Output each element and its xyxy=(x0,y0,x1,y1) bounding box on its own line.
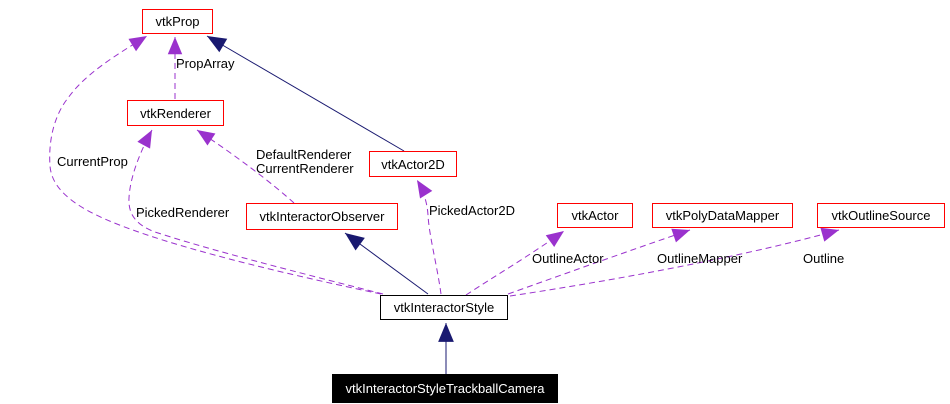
edge-inherit-style-observer xyxy=(344,232,429,295)
edge-pickedactor2d xyxy=(416,179,442,295)
node-vtkinteractorstyle[interactable]: vtkInteractorStyle xyxy=(380,295,508,320)
node-vtkpolydatamapper[interactable]: vtkPolyDataMapper xyxy=(652,203,793,228)
edge-label-currentrenderer: CurrentRenderer xyxy=(256,161,354,176)
edge-label-pickedrenderer: PickedRenderer xyxy=(136,205,230,220)
edge-label-proparray: PropArray xyxy=(176,56,235,71)
edge-label-default-current-renderer: DefaultRenderer CurrentRenderer xyxy=(256,148,354,176)
edge-inherit-actor2d-prop xyxy=(206,35,405,152)
edge-defaultrenderer xyxy=(196,129,295,204)
node-vtkrenderer[interactable]: vtkRenderer xyxy=(127,100,224,126)
node-vtkinteractorstyletrackballcamera-focus: vtkInteractorStyleTrackballCamera xyxy=(332,374,558,403)
edge-outlineactor xyxy=(465,230,565,296)
node-vtkoutlinesource[interactable]: vtkOutlineSource xyxy=(817,203,945,228)
edge-label-currentprop: CurrentProp xyxy=(57,154,128,169)
node-vtkactor2d[interactable]: vtkActor2D xyxy=(369,151,457,177)
edge-label-outline: Outline xyxy=(803,251,845,266)
edge-label-defaultrenderer: DefaultRenderer xyxy=(256,147,352,162)
edge-outline xyxy=(509,227,840,297)
edge-label-outlineactor: OutlineActor xyxy=(532,251,604,266)
edge-outlinemapper xyxy=(507,228,691,295)
edge-label-pickedactor2d: PickedActor2D xyxy=(429,203,515,218)
node-vtkprop[interactable]: vtkProp xyxy=(142,9,213,34)
node-vtkinteractorobserver[interactable]: vtkInteractorObserver xyxy=(246,203,398,230)
edge-currentprop xyxy=(49,35,382,295)
node-vtkactor[interactable]: vtkActor xyxy=(557,203,633,228)
edge-label-outlinemapper: OutlineMapper xyxy=(657,251,743,266)
